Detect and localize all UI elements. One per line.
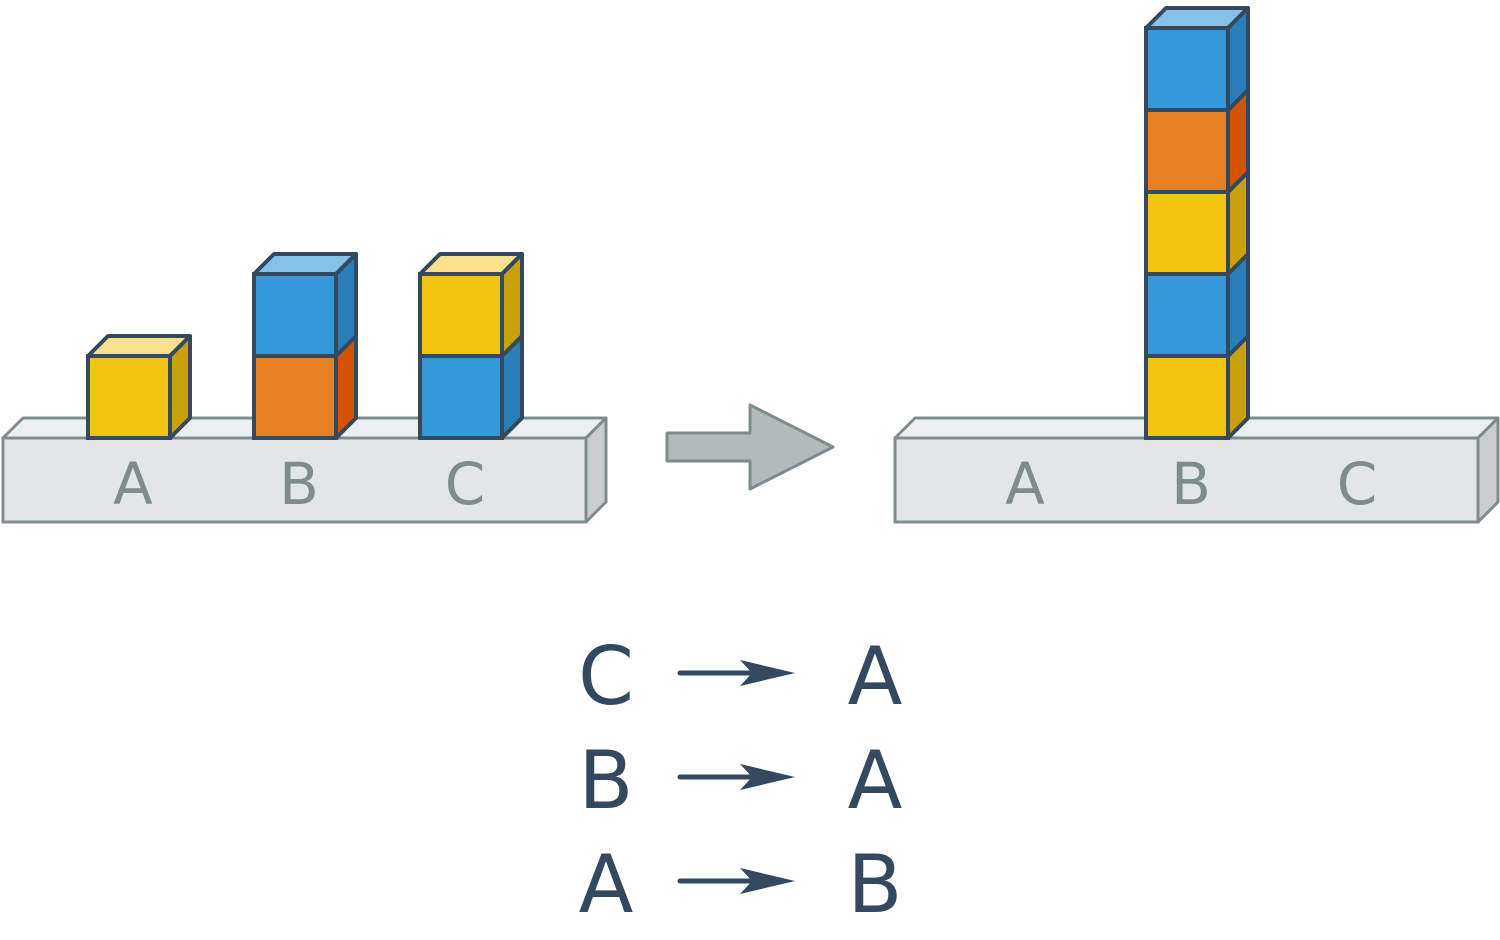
initial-state-scene: A B C [1, 252, 608, 524]
stack-b [1144, 6, 1250, 440]
move-arrow-icon [677, 868, 795, 894]
final-state-scene: A B C [893, 6, 1500, 524]
move-to-label: A [848, 734, 903, 827]
move-arrow-icon [677, 764, 795, 790]
stack-c [418, 252, 524, 440]
stack-a [86, 334, 192, 440]
yellow-block [86, 334, 192, 440]
peg-label-c: C [1337, 450, 1378, 518]
peg-label-a: A [1005, 450, 1045, 518]
move-to-label: A [848, 630, 903, 723]
peg-label-b: B [1171, 450, 1211, 518]
platform: A B C [893, 416, 1500, 524]
move-from-label: B [579, 734, 634, 827]
move-from-label: C [578, 630, 634, 723]
blue-block [1144, 6, 1250, 112]
blue-block [252, 252, 358, 358]
peg-label-c: C [445, 450, 486, 518]
move-to-label: B [848, 838, 903, 931]
yellow-block [418, 252, 524, 358]
transition-arrow-icon [665, 403, 835, 491]
peg-label-a: A [113, 450, 153, 518]
move-from-label: A [579, 838, 634, 931]
peg-label-b: B [279, 450, 319, 518]
stack-b [252, 252, 358, 440]
move-arrow-icon [677, 660, 795, 686]
